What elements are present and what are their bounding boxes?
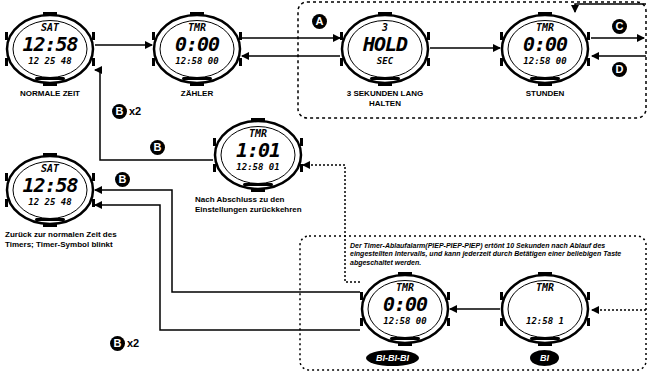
button-mark: B xyxy=(150,140,165,155)
lcd-main: 12:58 xyxy=(5,33,95,56)
button-mark: B xyxy=(115,172,130,187)
watch-face: TMR0:0012:58 00 xyxy=(360,272,450,346)
watch-face: TMR 12:58 1 xyxy=(500,272,590,346)
lcd-small: SAT xyxy=(5,163,95,174)
watch-display: TMR1:0112:58 01 Nach Abschluss zu den Ein… xyxy=(195,118,315,214)
watch-display: TMR0:0012:58 00 STUNDEN xyxy=(500,12,590,99)
lcd-main: 1:01 xyxy=(213,139,303,162)
button-mark: C xyxy=(612,19,627,34)
lcd-small: 12:58 1 xyxy=(500,316,590,327)
watch-face: 3HOLDSEC xyxy=(340,12,430,86)
lcd-main: 0:00 xyxy=(500,33,590,56)
lcd-small: TMR xyxy=(500,282,590,293)
lcd-small: SAT xyxy=(5,22,95,33)
button-mark: B xyxy=(112,104,127,119)
watch-display: SAT12:5812 25 48 NORMALE ZEIT xyxy=(5,12,95,99)
button-mark: D xyxy=(612,62,627,77)
screen-caption: ZÄHLER xyxy=(152,89,242,99)
watch-face: TMR0:0012:58 00 xyxy=(152,12,242,86)
lcd-main: 12:58 xyxy=(5,174,95,197)
lcd-main: HOLD xyxy=(340,33,430,56)
exit-arrow xyxy=(591,37,644,39)
flow-arrow xyxy=(430,47,500,49)
watch-display: TMR0:0012:58 00 ZÄHLER xyxy=(152,12,242,99)
lcd-main: 0:00 xyxy=(360,293,450,316)
screen-caption: Nach Abschluss zu den Einstellungen zurü… xyxy=(195,195,315,214)
watch-face: SAT12:5812 25 48 xyxy=(5,153,95,227)
press-count: x2 xyxy=(129,104,141,119)
beep-bubble: BI xyxy=(530,350,559,366)
lcd-small: TMR xyxy=(500,22,590,33)
lcd-small: TMR xyxy=(360,282,450,293)
mode-region xyxy=(298,2,646,118)
lcd-small: 12:58 00 xyxy=(360,316,450,327)
watch-face: TMR0:0012:58 00 xyxy=(500,12,590,86)
alarm-region xyxy=(300,236,646,370)
watch-face: SAT12:5812 25 48 xyxy=(5,12,95,86)
lcd-small: 12:58 01 xyxy=(213,162,303,173)
lcd-small: TMR xyxy=(213,128,303,139)
flow-arrow xyxy=(95,44,152,46)
watch-display: TMR 12:58 1 xyxy=(500,272,590,346)
entry-arrow xyxy=(592,55,646,57)
watch-display: 3HOLDSEC 3 SEKUNDEN LANG HALTEN xyxy=(330,12,440,108)
lcd-small: 12:58 00 xyxy=(152,56,242,67)
lcd-small: SEC xyxy=(340,56,430,67)
watch-face: TMR1:0112:58 01 xyxy=(213,118,303,192)
screen-caption: Zurück zur normalen Zeit des Timers; Tim… xyxy=(5,230,137,249)
button-mark: B xyxy=(110,336,125,351)
lcd-small: TMR xyxy=(152,22,242,33)
flow-arrow xyxy=(242,37,340,39)
lcd-main: 0:00 xyxy=(152,33,242,56)
alarm-note: Der Timer-Ablaufalarm(PIEP-PIEP-PIEP) er… xyxy=(350,242,642,267)
button-mark: A xyxy=(312,14,327,29)
screen-caption: STUNDEN xyxy=(500,89,590,99)
press-count: x2 xyxy=(127,336,139,351)
lcd-small: 12 25 48 xyxy=(5,56,95,67)
flow-arrow xyxy=(242,55,340,57)
watch-display: SAT12:5812 25 48 Zurück zur normalen Zeit… xyxy=(5,153,137,249)
lcd-small: 12:58 00 xyxy=(500,56,590,67)
lcd-small: 3 xyxy=(340,22,430,33)
flow-arrow xyxy=(95,205,360,330)
screen-caption: NORMALE ZEIT xyxy=(5,89,95,99)
entry-arrow xyxy=(575,4,646,12)
flow-arrow xyxy=(450,308,500,310)
beep-bubble: BI-BI-BI xyxy=(366,350,419,366)
entry-arrow xyxy=(592,309,646,311)
lcd-spacer xyxy=(500,293,590,316)
watch-display: TMR0:0012:58 00 xyxy=(360,272,450,346)
lcd-small: 12 25 48 xyxy=(5,197,95,208)
screen-caption: 3 SEKUNDEN LANG HALTEN xyxy=(330,89,440,108)
